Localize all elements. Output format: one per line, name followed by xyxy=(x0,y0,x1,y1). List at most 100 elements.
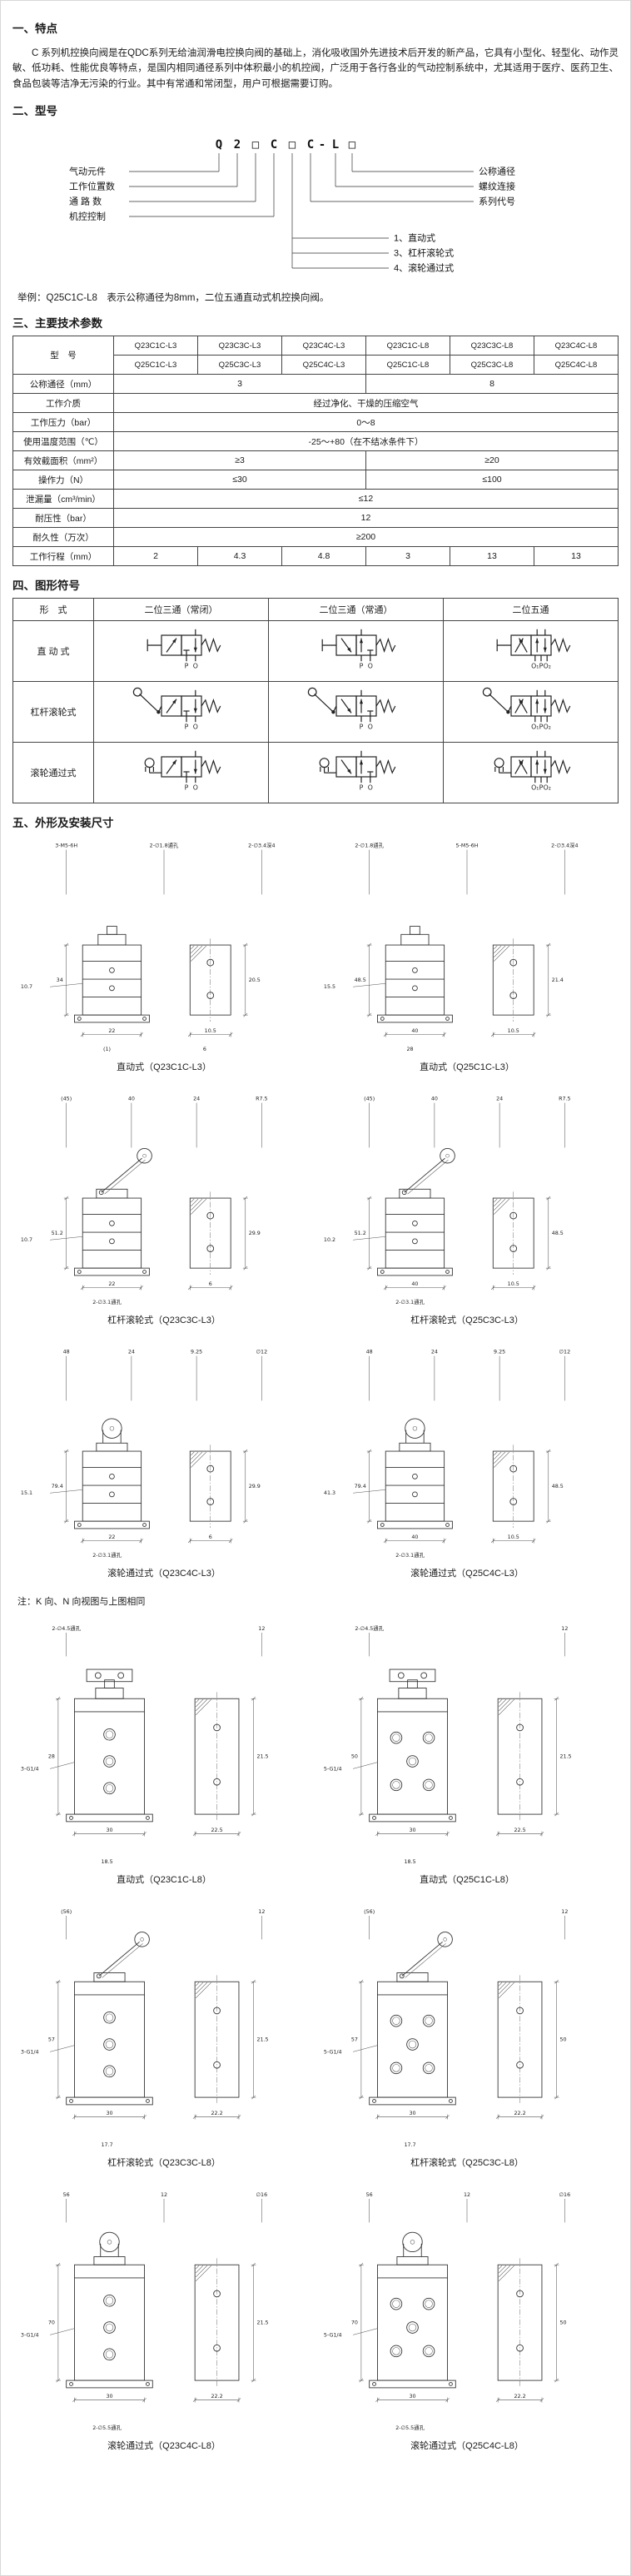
param-value: ≥20 xyxy=(365,450,619,471)
svg-text:∅16: ∅16 xyxy=(256,2192,268,2198)
param-value: 4.3 xyxy=(197,546,282,567)
svg-text:30: 30 xyxy=(409,2394,415,2399)
param-value: -25～+80（在不结冰条件下） xyxy=(113,431,619,452)
figure-caption: 滚轮通过式（Q23C4C-L3） xyxy=(107,1569,221,1579)
param-model-header: 型 号 xyxy=(12,336,114,375)
svg-text:40: 40 xyxy=(411,1029,418,1035)
svg-text:P: P xyxy=(539,723,543,730)
svg-text:12: 12 xyxy=(161,2192,167,2198)
symbol-col-header: 形 式 xyxy=(12,598,94,622)
svg-text:9.25: 9.25 xyxy=(191,1350,202,1355)
svg-text:∅12: ∅12 xyxy=(256,1350,268,1355)
model-code-char: C xyxy=(271,138,277,152)
svg-text:21.5: 21.5 xyxy=(256,1754,268,1760)
svg-text:70: 70 xyxy=(351,2320,358,2326)
figure-caption: 杠杆滚轮式（Q23C3C-L3） xyxy=(107,1315,221,1326)
svg-text:5-M5-6H: 5-M5-6H xyxy=(456,843,479,849)
svg-text:79.4: 79.4 xyxy=(355,1484,366,1489)
model-control-type: 1、直动式 xyxy=(394,232,435,244)
svg-text:3-G1/4: 3-G1/4 xyxy=(21,1767,39,1773)
svg-text:P: P xyxy=(184,723,188,730)
figure-caption: 直动式（Q25C1C-L3） xyxy=(420,1062,514,1073)
svg-text:(1): (1) xyxy=(103,1047,111,1053)
svg-text:12: 12 xyxy=(258,1626,265,1632)
figure-caption: 杠杆滚轮式（Q25C3C-L8） xyxy=(410,2158,524,2169)
model-example: 举例：Q25C1C-L8 表示公称通径为8mm，二位五通直动式机控换向阀。 xyxy=(17,293,330,304)
svg-text:P: P xyxy=(539,662,543,669)
symbol-col-header: 二位三通（常闭） xyxy=(93,598,269,622)
param-value: ≥3 xyxy=(113,450,366,471)
model-right-label: 公称通径 xyxy=(479,166,515,177)
svg-text:6: 6 xyxy=(209,1282,212,1288)
param-model-cell: Q23C1C-L3 xyxy=(113,336,198,356)
model-left-label: 工作位置数 xyxy=(69,181,115,192)
svg-text:6: 6 xyxy=(209,1535,212,1541)
svg-text:30: 30 xyxy=(106,2111,112,2116)
svg-text:79.4: 79.4 xyxy=(52,1484,63,1489)
model-left-label: 通 路 数 xyxy=(69,196,102,207)
svg-text:12: 12 xyxy=(464,2192,470,2198)
svg-text:22: 22 xyxy=(108,1535,115,1541)
svg-text:P: P xyxy=(359,662,363,669)
dimensions-heading: 五、外形及安装尺寸 xyxy=(12,817,114,830)
svg-text:10.5: 10.5 xyxy=(508,1535,519,1541)
param-value: 经过净化、干燥的压缩空气 xyxy=(113,393,619,414)
svg-text:21.5: 21.5 xyxy=(559,1754,571,1760)
svg-text:2-∅4.5通孔: 2-∅4.5通孔 xyxy=(52,1624,81,1632)
param-row-label: 耐久性（万次） xyxy=(12,527,114,548)
svg-text:40: 40 xyxy=(411,1535,418,1541)
svg-text:50: 50 xyxy=(559,2037,566,2043)
model-control-type: 3、杠杆滚轮式 xyxy=(394,247,454,259)
svg-text:48.5: 48.5 xyxy=(552,1231,564,1236)
svg-text:O: O xyxy=(192,723,197,730)
figure-caption: 直动式（Q23C1C-L3） xyxy=(117,1062,211,1073)
svg-text:56: 56 xyxy=(63,2192,70,2198)
svg-text:R7.5: R7.5 xyxy=(256,1097,268,1102)
model-left-label: 气动元件 xyxy=(69,166,106,177)
svg-text:2-∅4.5通孔: 2-∅4.5通孔 xyxy=(355,1624,384,1632)
param-row-label: 工作介质 xyxy=(12,393,114,414)
param-row-label: 工作压力（bar） xyxy=(12,412,114,433)
param-value: ≤12 xyxy=(113,489,619,510)
svg-text:10.7: 10.7 xyxy=(21,985,32,991)
param-value: ≤100 xyxy=(365,470,619,490)
svg-text:22.5: 22.5 xyxy=(514,1828,525,1833)
param-value: 3 xyxy=(113,374,366,395)
svg-text:P: P xyxy=(359,723,363,730)
param-row-label: 使用温度范围（℃） xyxy=(12,431,114,452)
svg-text:O₁: O₁ xyxy=(531,662,539,669)
svg-text:O: O xyxy=(192,662,197,669)
svg-text:2-∅3.1通孔: 2-∅3.1通孔 xyxy=(92,1552,122,1559)
features-body: C 系列机控换向阀是在QDC系列无给油润滑电控换向阀的基础上，消化吸收国外先进技… xyxy=(12,47,619,89)
param-row-label: 耐压性（bar） xyxy=(12,508,114,529)
param-model-cell: Q25C4C-L8 xyxy=(534,355,619,375)
svg-text:O₁: O₁ xyxy=(531,723,539,730)
svg-text:21.5: 21.5 xyxy=(256,2037,268,2043)
svg-text:2-∅3.1通孔: 2-∅3.1通孔 xyxy=(92,1299,122,1306)
model-left-label: 机控控制 xyxy=(69,211,106,222)
svg-text:18.5: 18.5 xyxy=(404,1859,415,1865)
param-model-cell: Q25C3C-L8 xyxy=(450,355,534,375)
param-model-cell: Q23C1C-L8 xyxy=(365,336,450,356)
svg-text:22.5: 22.5 xyxy=(211,1828,222,1833)
svg-text:6: 6 xyxy=(203,1047,206,1053)
svg-text:P: P xyxy=(359,783,363,791)
param-row-label: 有效截面积（mm²） xyxy=(12,450,114,471)
